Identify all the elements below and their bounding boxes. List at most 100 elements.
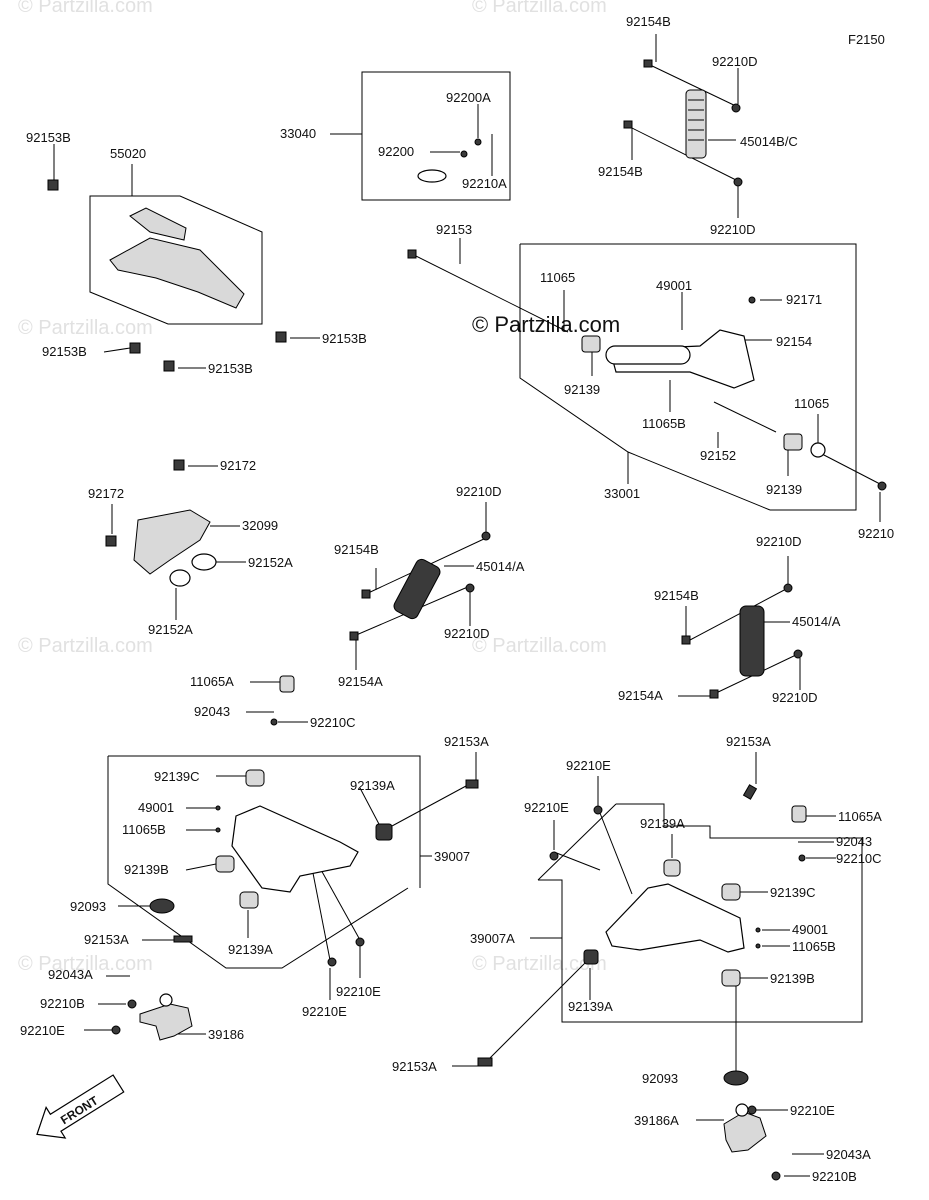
nut-icon	[793, 649, 803, 659]
part-label: 92210E	[790, 1103, 835, 1118]
figure-code: F2150	[848, 32, 885, 47]
bushing-icon	[791, 805, 807, 823]
nut-icon	[127, 999, 137, 1009]
a-arm-left-group	[107, 752, 479, 1000]
part-label: 33040	[280, 126, 316, 141]
skid-plate-icon	[109, 237, 245, 309]
link-icon	[417, 169, 447, 183]
part-label: 92154A	[618, 688, 663, 703]
bolt-icon	[407, 249, 417, 259]
part-label: 92153A	[726, 734, 771, 749]
a-arm-right-group	[452, 752, 863, 1086]
part-label: 92139B	[124, 862, 169, 877]
steering-knuckle-icon	[139, 1003, 193, 1041]
clip-icon	[748, 296, 756, 304]
part-label: 11065B	[642, 416, 686, 431]
watermark-main: © Partzilla.com	[472, 312, 620, 337]
part-label: 92210E	[524, 800, 569, 815]
skid-plate-box	[89, 195, 263, 325]
part-label: 92153A	[392, 1059, 437, 1074]
bolt-icon	[623, 120, 633, 129]
part-label: 45014B/C	[740, 134, 798, 149]
bolt-icon	[105, 535, 117, 547]
part-label: 92154A	[338, 674, 383, 689]
bushing-icon	[239, 891, 259, 909]
part-label: 92154	[776, 334, 812, 349]
part-label: 49001	[792, 922, 828, 937]
part-label: 39007A	[470, 931, 515, 946]
bushing-icon	[721, 883, 741, 901]
part-label: 92043A	[826, 1147, 871, 1162]
part-label: 92210E	[566, 758, 611, 773]
bolt-icon	[163, 360, 175, 372]
bolt-icon	[465, 779, 479, 789]
part-label: 92210C	[310, 715, 356, 730]
part-label: 92043A	[48, 967, 93, 982]
part-label: 11065B	[122, 822, 166, 837]
nut-icon	[111, 1025, 121, 1035]
nut-icon	[747, 1105, 757, 1115]
bushing-icon	[783, 433, 803, 451]
bolt-icon	[47, 179, 59, 191]
part-label: 92152A	[148, 622, 193, 637]
bolt-icon	[173, 459, 185, 471]
part-label: 33001	[604, 486, 640, 501]
part-label: 92139A	[640, 816, 685, 831]
part-label: 92210E	[336, 984, 381, 999]
left-small-parts-group	[246, 675, 308, 726]
watermark-text: © Partzilla.com	[18, 635, 153, 657]
front-direction-arrow: FRONT	[36, 1074, 125, 1139]
pin-icon	[474, 138, 482, 146]
part-label: 11065	[794, 396, 829, 411]
clip-icon	[755, 927, 761, 933]
part-label: 92139A	[228, 942, 273, 957]
part-label: 92043	[836, 834, 872, 849]
part-label: 92210E	[302, 1004, 347, 1019]
bolt-icon	[361, 589, 371, 599]
nut-icon	[327, 957, 337, 967]
part-label: 92153B	[26, 130, 71, 145]
nut-icon	[733, 177, 743, 187]
bushing-icon	[245, 769, 265, 787]
bolt-icon	[275, 331, 287, 343]
seal-icon	[810, 442, 826, 458]
bushing-icon	[583, 949, 599, 965]
part-label: 92210D	[712, 54, 758, 69]
nut-icon	[270, 718, 278, 726]
part-label: 92043	[194, 704, 230, 719]
nut-icon	[783, 583, 793, 593]
part-label: 92152	[700, 448, 736, 463]
part-label: 92210	[858, 526, 894, 541]
part-label: 39007	[434, 849, 470, 864]
part-label: 39186	[208, 1027, 244, 1042]
nut-icon	[481, 531, 491, 541]
skid-plate-group	[47, 144, 320, 372]
part-label: 11065	[540, 270, 575, 285]
nut-icon	[877, 481, 887, 491]
bracket-icon	[133, 509, 211, 575]
bolt-icon	[643, 59, 653, 68]
coil-spring-icon	[393, 558, 441, 620]
part-label: 92152A	[248, 555, 293, 570]
part-label: 92172	[88, 486, 124, 501]
rear-shock-group	[623, 34, 743, 218]
part-label: 55020	[110, 146, 146, 161]
watermark-text: © Partzilla.com	[472, 635, 607, 657]
part-label: 92153A	[444, 734, 489, 749]
part-label: 92139	[564, 382, 600, 397]
clip-icon	[215, 805, 221, 811]
bearing-icon	[149, 898, 175, 914]
bolt-icon	[681, 635, 691, 645]
part-label: 92093	[642, 1071, 678, 1086]
bushing-icon	[721, 969, 741, 987]
clip-icon	[755, 943, 761, 949]
part-label: 49001	[138, 800, 174, 815]
part-label: 39186A	[634, 1113, 679, 1128]
nut-icon	[593, 805, 603, 815]
part-label: 92210D	[756, 534, 802, 549]
part-label: 92210C	[836, 851, 882, 866]
part-label: 92154B	[626, 14, 671, 29]
part-label: 92153	[436, 222, 472, 237]
steering-knuckle-icon	[723, 1111, 767, 1153]
part-label: 92210B	[812, 1169, 857, 1184]
